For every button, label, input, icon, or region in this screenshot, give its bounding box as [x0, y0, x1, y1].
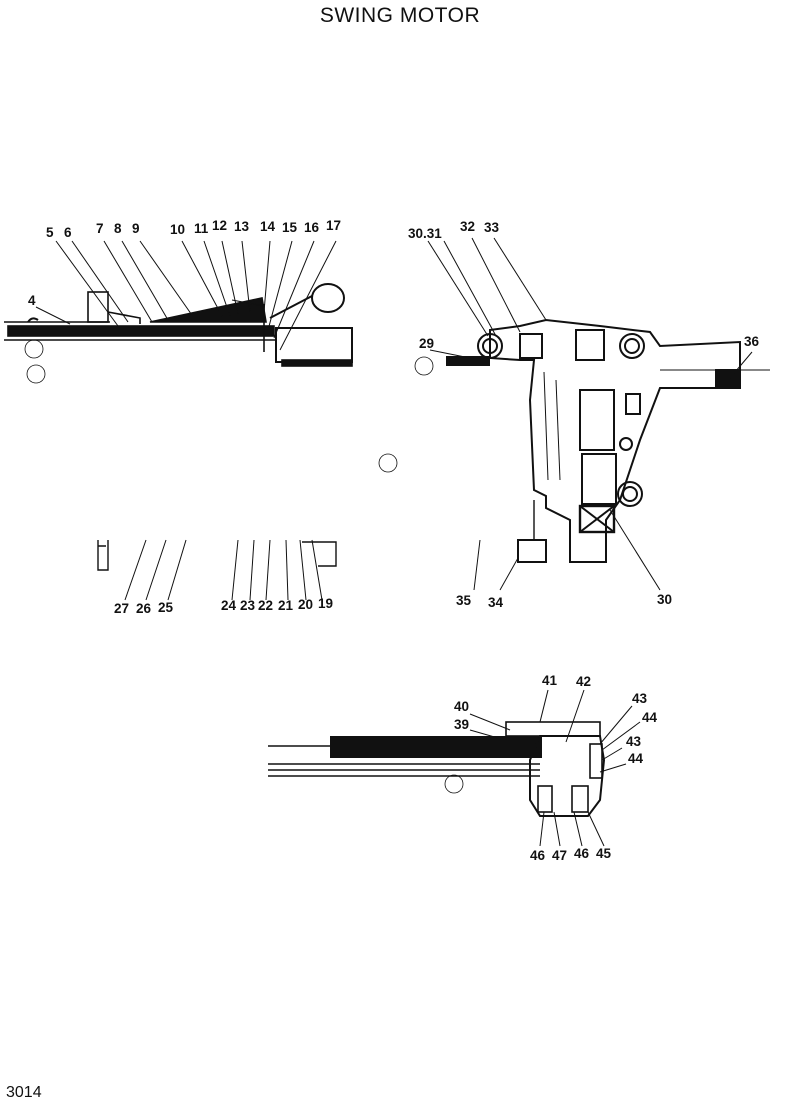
- callout-label: 46: [574, 846, 590, 861]
- callout-label: 30: [657, 592, 672, 607]
- callout-label: 32: [460, 219, 475, 234]
- page-number: 3014: [6, 1084, 42, 1101]
- callout-label: 41: [542, 673, 558, 688]
- callouts-view1: 5 6 7 8 9 10 11 12 13 14 15 16 17 4 27 2…: [28, 218, 341, 616]
- callout-label: 14: [260, 219, 276, 234]
- rotor-section-view: [268, 689, 641, 847]
- callout-label: 30.31: [408, 226, 442, 241]
- shaft-assembly-view: [4, 240, 353, 601]
- callout-label: 35: [456, 593, 472, 608]
- callout-label: 21: [278, 598, 294, 613]
- callout-label: 6: [64, 225, 72, 240]
- callout-label: 36: [744, 334, 760, 349]
- callout-label: 11: [194, 221, 209, 236]
- callout-label: 24: [221, 598, 237, 613]
- callout-label: 4: [28, 293, 36, 308]
- callouts-view2: 30.31 32 33 29 36 35 34 30: [408, 219, 760, 610]
- valve-block-view: [378, 237, 770, 591]
- callout-label: 19: [318, 596, 333, 611]
- callout-label: 40: [454, 699, 469, 714]
- callout-label: 45: [596, 846, 612, 861]
- callout-label: 16: [304, 220, 320, 235]
- callout-label: 10: [170, 222, 185, 237]
- callout-label: 26: [136, 601, 152, 616]
- callout-label: 33: [484, 220, 500, 235]
- callout-label: 17: [326, 218, 341, 233]
- callout-label: 42: [576, 674, 591, 689]
- callout-label: 29: [419, 336, 434, 351]
- callouts-view3: 41 42 40 39 43 44 43 44 46 47 46 45: [454, 673, 658, 863]
- callout-label: 25: [158, 600, 174, 615]
- callout-label: 46: [530, 848, 546, 863]
- callout-label: 43: [632, 691, 648, 706]
- callout-label: 44: [628, 751, 644, 766]
- callout-label: 7: [96, 221, 104, 236]
- callout-label: 13: [234, 219, 250, 234]
- callout-label: 15: [282, 220, 298, 235]
- callout-label: 20: [298, 597, 313, 612]
- callout-label: 44: [642, 710, 658, 725]
- callout-label: 34: [488, 595, 504, 610]
- callout-label: 22: [258, 598, 273, 613]
- page-title: SWING MOTOR: [319, 4, 481, 27]
- callout-label: 9: [132, 221, 140, 236]
- callout-label: 27: [114, 601, 129, 616]
- callout-label: 43: [626, 734, 642, 749]
- callout-label: 5: [46, 225, 54, 240]
- callout-label: 8: [114, 221, 122, 236]
- callout-label: 23: [240, 598, 256, 613]
- callout-label: 39: [454, 717, 469, 732]
- callout-label: 12: [212, 218, 227, 233]
- callout-label: 47: [552, 848, 567, 863]
